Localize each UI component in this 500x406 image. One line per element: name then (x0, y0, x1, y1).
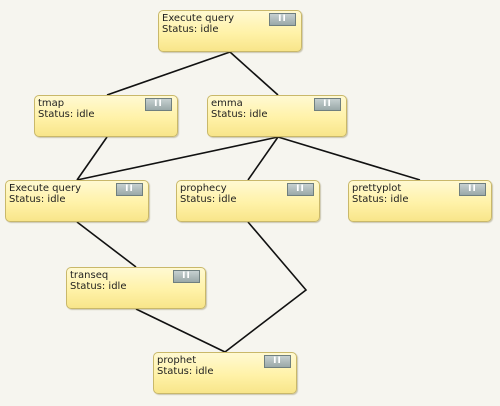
node-name: prophet (157, 355, 197, 366)
node-status-prefix: Status: (211, 109, 247, 120)
pause-icon[interactable]: II (173, 270, 200, 283)
node-name: emma (211, 98, 243, 109)
node-status: Status: idle (211, 109, 346, 120)
pause-icon[interactable]: II (264, 355, 291, 368)
node-name: tmap (38, 98, 65, 109)
node-status: Status: idle (70, 281, 205, 292)
edge-emma-to-execute-query-mid (76, 136, 279, 181)
pause-icon[interactable]: II (269, 13, 296, 26)
node-status: Status: idle (9, 194, 148, 205)
pause-icon[interactable]: II (459, 183, 486, 196)
node-name: Execute query (162, 13, 235, 24)
node-status: Status: idle (157, 366, 296, 377)
pause-icon[interactable]: II (287, 183, 314, 196)
edge-transeq-to-prophet (135, 308, 226, 353)
node-status: Status: idle (38, 109, 177, 120)
node-status-value: idle (76, 109, 95, 120)
node-status-value: idle (108, 281, 127, 292)
node-status: Status: idle (162, 24, 301, 35)
edge-execute-query-top-to-emma (229, 51, 279, 96)
pause-icon[interactable]: II (314, 98, 341, 111)
node-status-value: idle (390, 194, 409, 205)
node-status-prefix: Status: (9, 194, 45, 205)
edge-emma-to-prettyplot (277, 136, 421, 181)
node-name: Execute query (9, 183, 82, 194)
node-status-prefix: Status: (352, 194, 388, 205)
node-name: prophecy (180, 183, 227, 194)
node-status-prefix: Status: (38, 109, 74, 120)
edge-prophecy-to-prophet (224, 221, 308, 353)
node-status-value: idle (47, 194, 66, 205)
node-status-prefix: Status: (180, 194, 216, 205)
pause-icon[interactable]: II (116, 183, 143, 196)
node-status-value: idle (249, 109, 268, 120)
node-status: Status: idle (180, 194, 319, 205)
node-name: prettyplot (352, 183, 402, 194)
node-status: Status: idle (352, 194, 491, 205)
node-status-value: idle (200, 24, 219, 35)
pause-icon[interactable]: II (145, 98, 172, 111)
edge-emma-to-prophecy (247, 136, 279, 181)
node-status-value: idle (218, 194, 237, 205)
node-status-prefix: Status: (70, 281, 106, 292)
node-status-prefix: Status: (157, 366, 193, 377)
node-status-prefix: Status: (162, 24, 198, 35)
edge-execute-query-top-to-tmap (106, 51, 231, 96)
edge-tmap-to-execute-query-mid (76, 136, 108, 181)
edge-execute-query-mid-to-transeq (76, 221, 137, 268)
node-status-value: idle (195, 366, 214, 377)
node-name: transeq (70, 270, 109, 281)
